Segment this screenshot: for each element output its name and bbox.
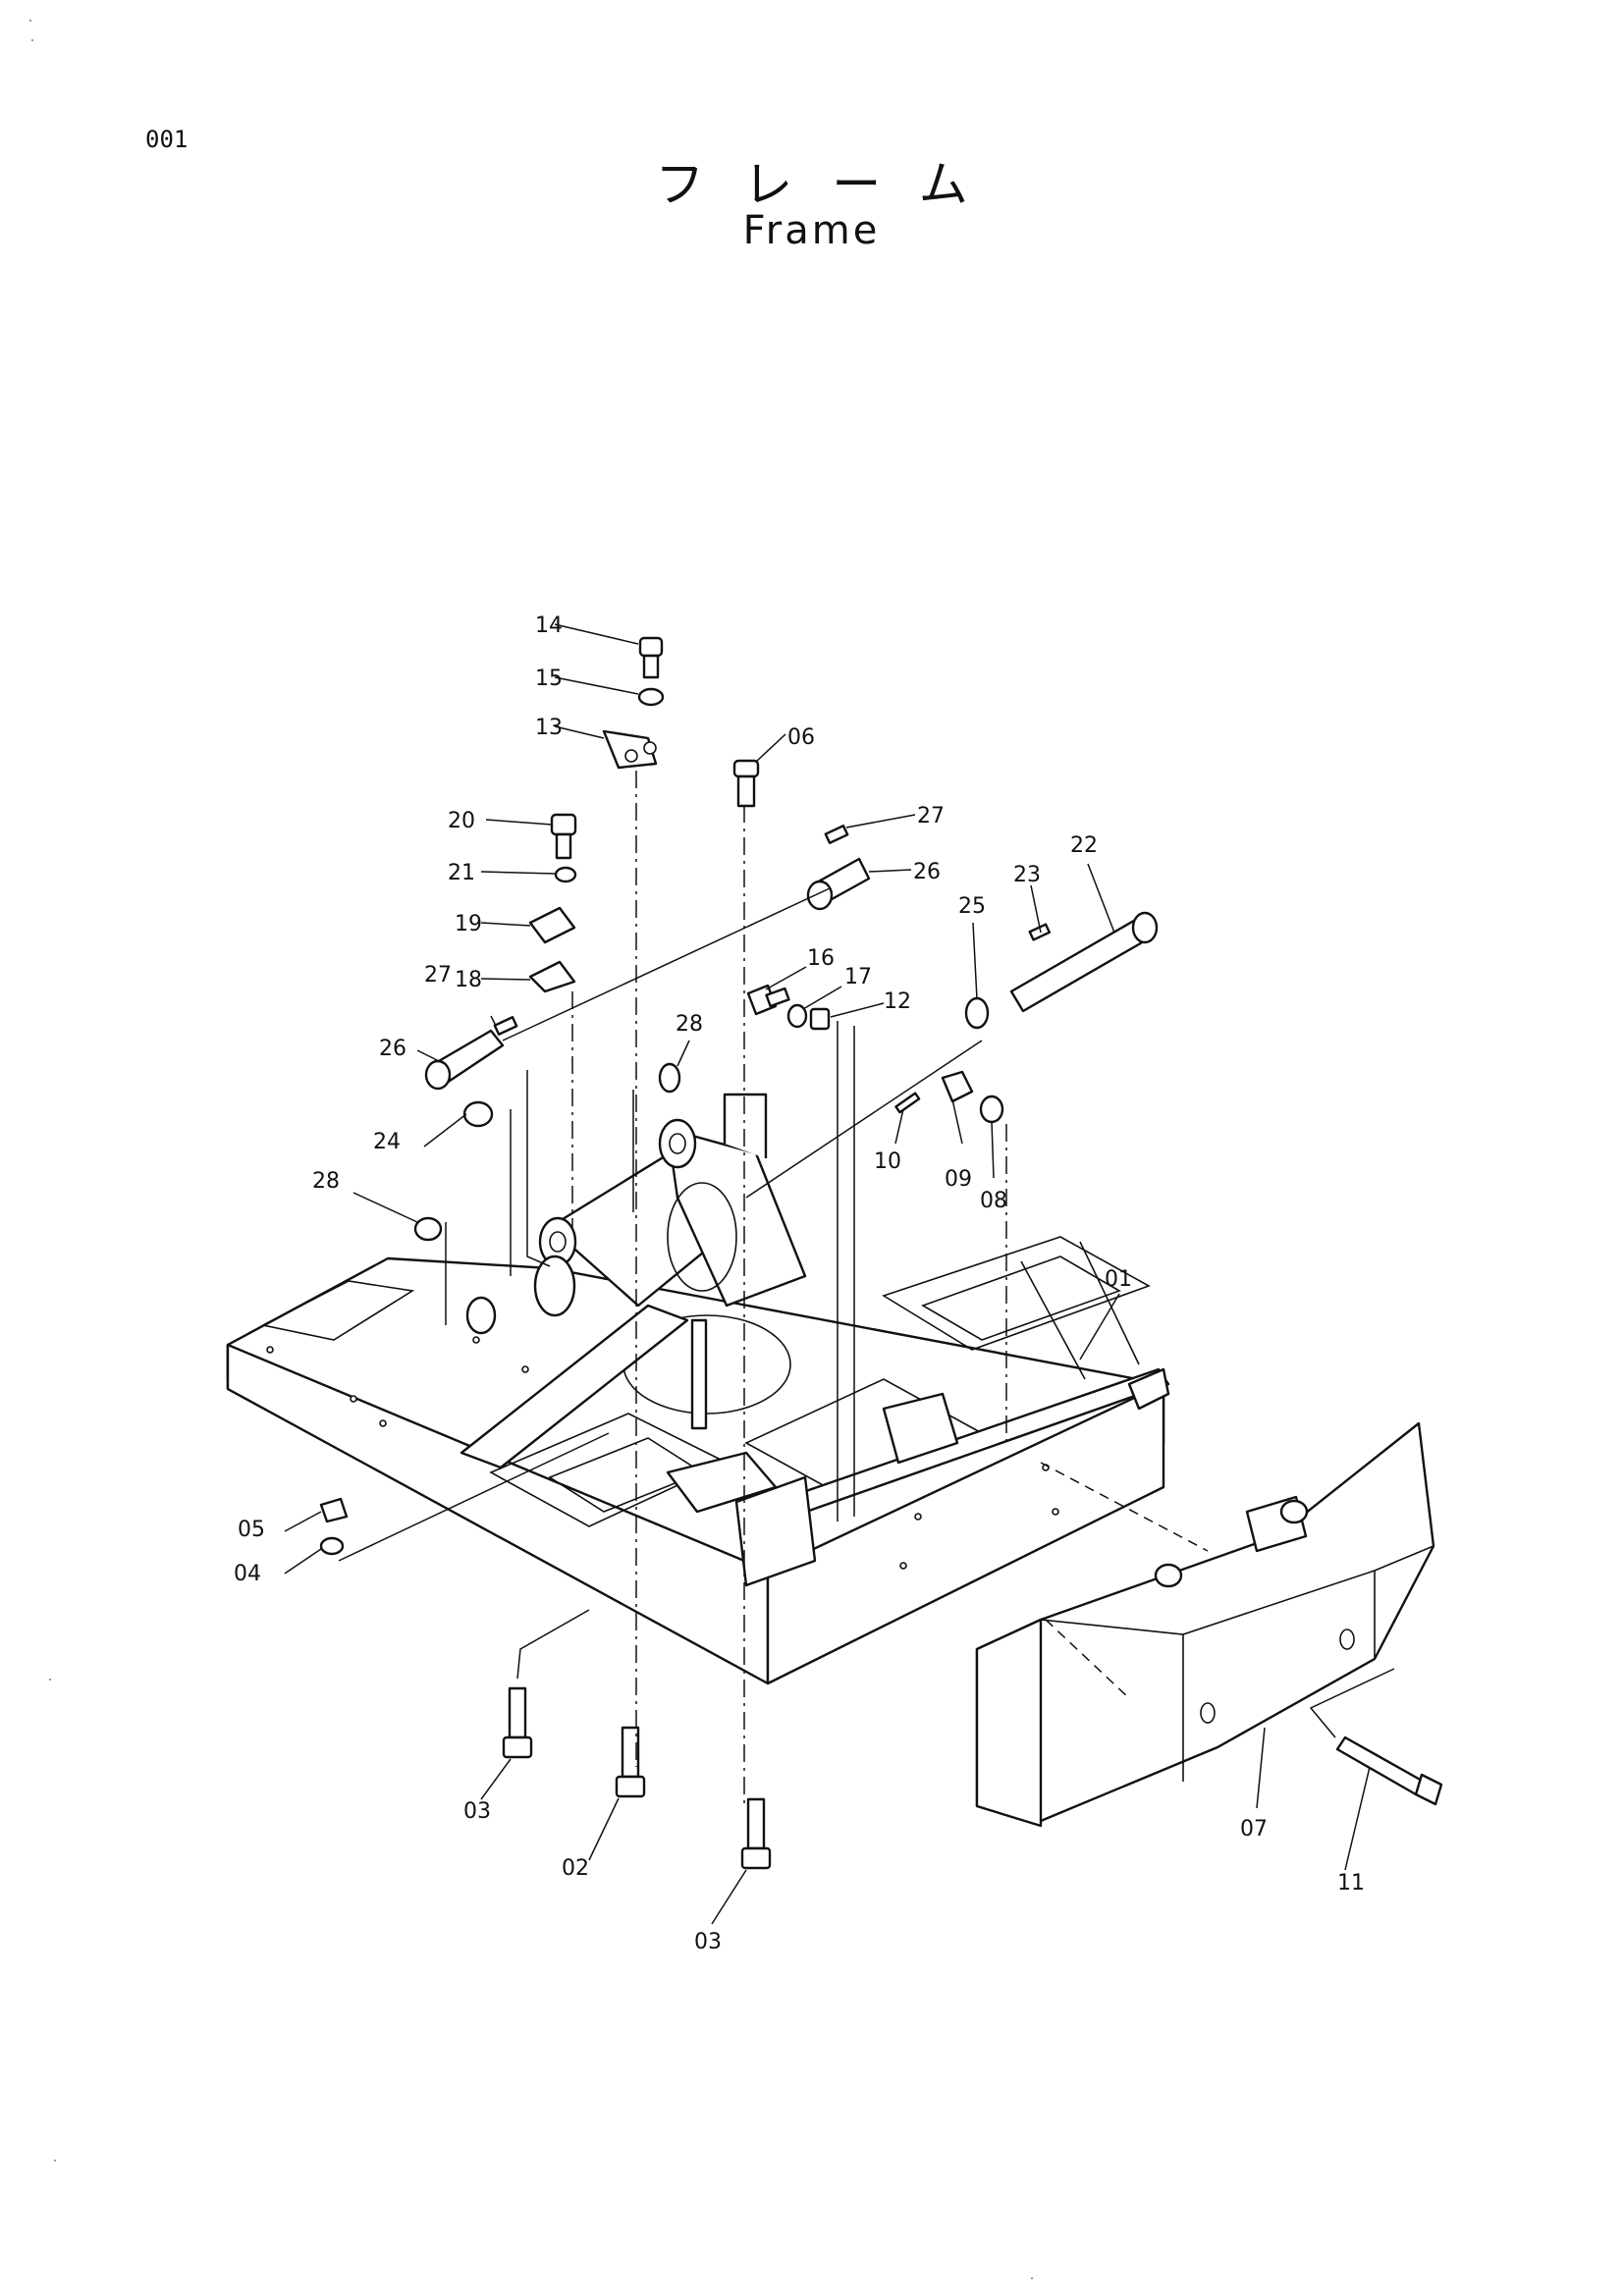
- callout-03: 03: [463, 1799, 491, 1824]
- callout-13: 13: [535, 716, 563, 740]
- pin-part-06: [732, 759, 760, 808]
- callout-10: 10: [874, 1149, 901, 1174]
- washer-part-21: [554, 866, 577, 883]
- callout-17: 17: [844, 965, 872, 989]
- callout-28: 28: [676, 1012, 703, 1037]
- callout-21: 21: [448, 861, 475, 885]
- callout-06: 06: [787, 725, 815, 750]
- washer-part-04: [319, 1536, 345, 1556]
- page-number: 001: [145, 126, 189, 153]
- washer-part-28-upper: [658, 1062, 681, 1094]
- pin-part-26-right: [806, 857, 871, 911]
- pin-part-22: [1009, 911, 1159, 1013]
- bolt-part-14: [638, 636, 664, 679]
- nut-part-09: [941, 1070, 974, 1103]
- callout-27: 27: [424, 963, 452, 988]
- assembly-lines: [338, 771, 1395, 1806]
- scan-speck: [54, 2160, 56, 2162]
- main-frame-part: [226, 1093, 1170, 1685]
- page-title-japanese: フレーム: [655, 156, 1007, 213]
- callout-28: 28: [312, 1169, 340, 1194]
- callout-18: 18: [455, 968, 482, 992]
- scan-speck: [31, 39, 33, 41]
- scan-speck: [1031, 2277, 1033, 2279]
- washer-part-08: [979, 1095, 1004, 1124]
- bolt-part-03-center: [740, 1797, 772, 1870]
- callout-11: 11: [1337, 1871, 1365, 1896]
- washer-part-24: [462, 1100, 494, 1128]
- spring-pin-part-27-left: [493, 1016, 518, 1036]
- callout-24: 24: [373, 1130, 401, 1154]
- plate-part-13: [602, 729, 658, 770]
- plate-part-18: [528, 960, 576, 993]
- nut-part-05: [319, 1497, 349, 1523]
- callout-01: 01: [1105, 1267, 1132, 1292]
- page-title-english: Frame: [742, 208, 881, 253]
- callout-02: 02: [562, 1856, 589, 1881]
- callout-labels: 01 02 03 03 04 05 06 07 08 09 10 11 12 1…: [234, 614, 1365, 1954]
- washer-part-28-lower: [413, 1216, 443, 1242]
- bolt-part-10: [894, 1092, 921, 1114]
- callout-leaders: [284, 623, 1371, 1925]
- callout-19: 19: [455, 912, 482, 936]
- scan-speck: [29, 20, 31, 22]
- callout-26: 26: [379, 1037, 406, 1061]
- washer-part-15: [637, 687, 665, 707]
- bolt-part-03-left: [502, 1686, 533, 1759]
- callout-26: 26: [913, 860, 941, 884]
- callout-03: 03: [694, 1930, 722, 1954]
- scan-speck: [49, 1679, 51, 1681]
- bolt-part-20: [550, 813, 577, 860]
- bolt-part-02: [615, 1726, 646, 1798]
- callout-23: 23: [1013, 863, 1041, 887]
- callout-14: 14: [535, 614, 563, 638]
- spring-pin-part-23: [1028, 923, 1052, 941]
- bolt-part-16: [746, 984, 790, 1016]
- callout-15: 15: [535, 667, 563, 691]
- callout-04: 04: [234, 1562, 261, 1586]
- callout-22: 22: [1070, 833, 1098, 858]
- callout-09: 09: [945, 1167, 972, 1192]
- washer-part-25: [964, 996, 990, 1030]
- callout-27: 27: [917, 804, 945, 828]
- bolt-part-11: [1335, 1735, 1443, 1806]
- spring-pin-part-27-right: [824, 825, 849, 844]
- callout-16: 16: [807, 946, 835, 971]
- callout-05: 05: [238, 1518, 265, 1542]
- plate-part-12: [809, 1007, 831, 1031]
- pin-part-26-left: [424, 1029, 505, 1091]
- callout-12: 12: [884, 989, 911, 1014]
- callout-20: 20: [448, 809, 475, 833]
- washer-part-17: [786, 1003, 808, 1029]
- callout-08: 08: [980, 1189, 1007, 1213]
- callout-25: 25: [958, 894, 986, 919]
- callout-07: 07: [1240, 1817, 1268, 1842]
- plate-part-19: [528, 906, 576, 944]
- counterweight-part: [975, 1421, 1435, 1828]
